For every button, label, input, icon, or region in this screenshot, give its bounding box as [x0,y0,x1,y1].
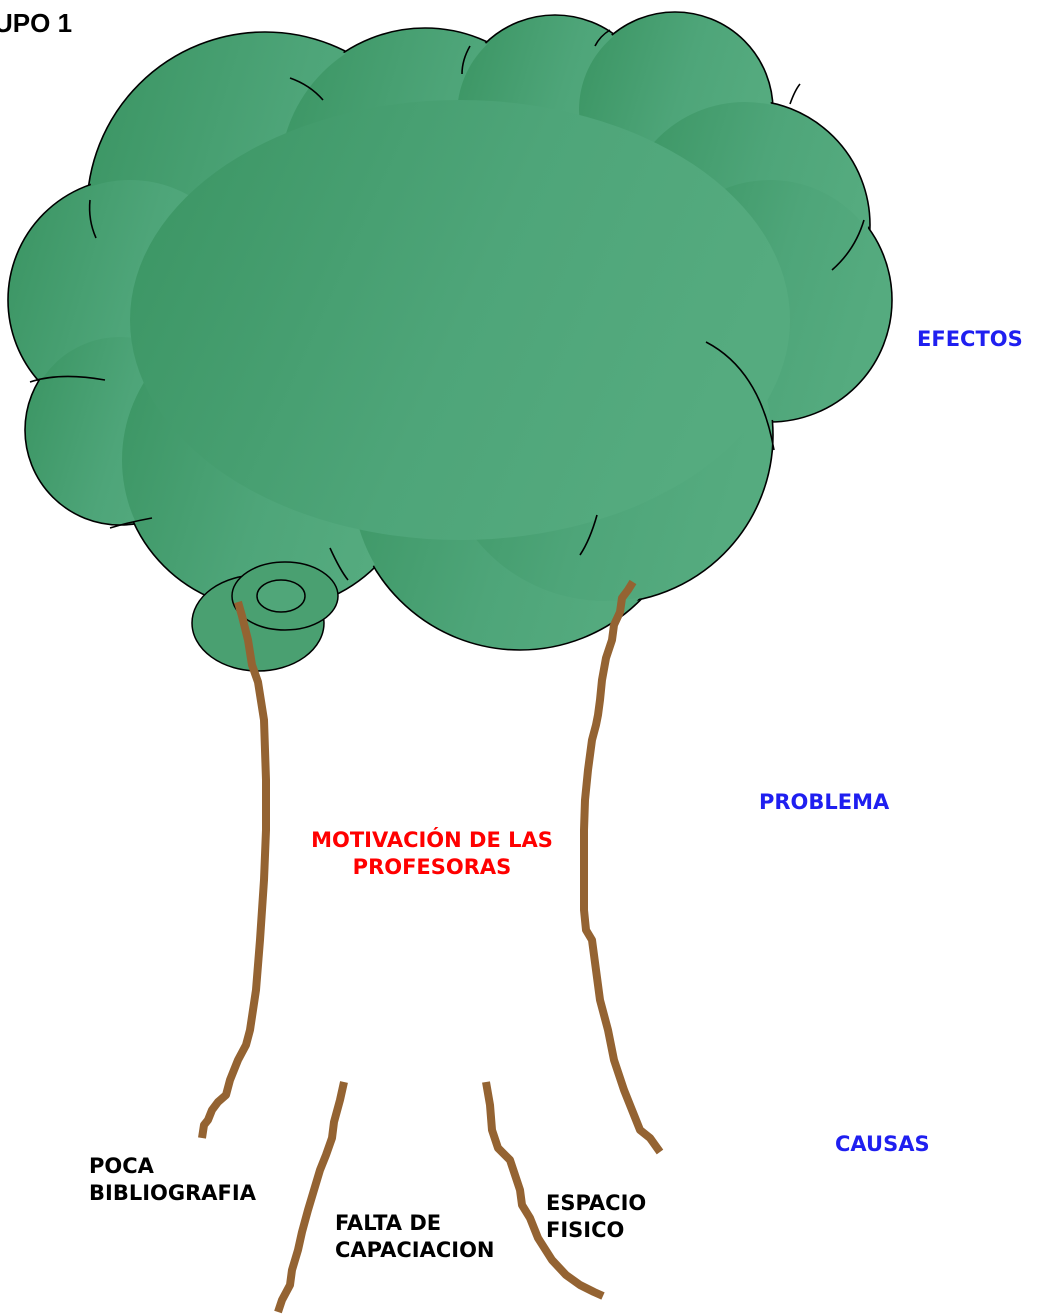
cause-line2: BIBLIOGRAFIA [89,1180,256,1207]
problema-label: PROBLEMA [759,789,889,816]
cause-falta-de-capacitacion: FALTA DE CAPACIACION [335,1210,495,1264]
cause-line1: FALTA DE [335,1210,495,1237]
trunk-left-line [202,602,266,1138]
efectos-label: EFECTOS [917,326,1023,353]
problem-statement-line1: MOTIVACIÓN DE LAS [287,827,577,854]
trunk-right-line [584,582,660,1152]
tree-crown [8,12,892,650]
cause-line1: POCA [89,1153,256,1180]
cause-line1: ESPACIO [546,1190,646,1217]
causas-label: CAUSAS [835,1131,930,1158]
cause-poca-bibliografia: POCA BIBLIOGRAFIA [89,1153,256,1207]
cause-line2: CAPACIACION [335,1237,495,1264]
problem-statement-line2: PROFESORAS [287,854,577,881]
cause-line2: FISICO [546,1217,646,1244]
cause-espacio-fisico: ESPACIO FISICO [546,1190,646,1244]
diagram-title: UPO 1 [0,8,72,39]
root-espacio-line [486,1082,603,1296]
root-bibliografia-line [278,1082,344,1312]
problem-statement: MOTIVACIÓN DE LAS PROFESORAS [287,827,577,881]
